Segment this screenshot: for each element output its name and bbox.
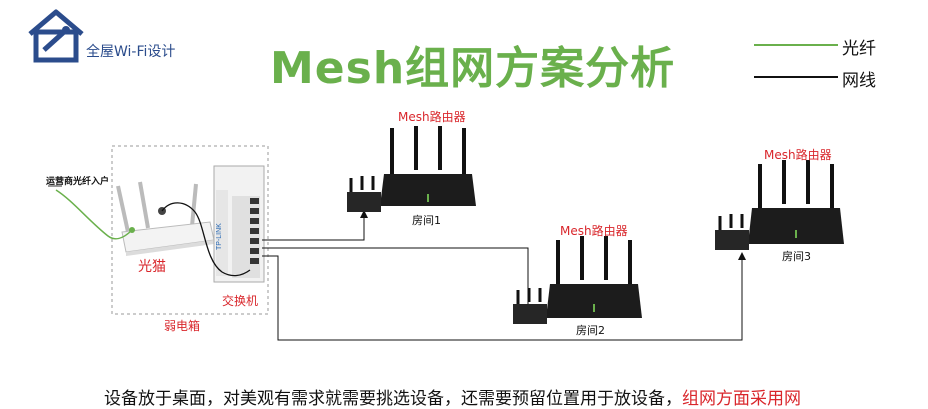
bottom-description: 设备放于桌面，对美观有需求就需要挑选设备，还需要预留位置用于放设备，组网方面采用… bbox=[104, 384, 801, 409]
bottom-text-highlight: 组网方面采用网 bbox=[682, 389, 801, 409]
weak-box-label: 弱电箱 bbox=[164, 319, 201, 333]
router-3-title: Mesh路由器 bbox=[764, 148, 832, 162]
switch-label: 交换机 bbox=[222, 294, 259, 308]
house-logo-icon bbox=[28, 9, 84, 63]
legend-cable-label: 网线 bbox=[842, 71, 876, 91]
isp-fiber-label: 运营商光纤入户 bbox=[46, 177, 110, 187]
modem-device bbox=[116, 181, 215, 256]
router-1-title: Mesh路由器 bbox=[398, 110, 466, 124]
router-2-room: 房间2 bbox=[576, 324, 605, 337]
modem-label: 光猫 bbox=[138, 259, 166, 275]
switch-device: TP-LINK bbox=[213, 165, 265, 283]
router-2-device bbox=[513, 236, 642, 324]
legend-lines bbox=[754, 44, 838, 78]
router-3-room: 房间3 bbox=[782, 250, 811, 263]
router-1-room: 房间1 bbox=[412, 214, 441, 227]
fiber-line bbox=[55, 189, 133, 240]
cable-to-room1 bbox=[262, 214, 365, 241]
cable-to-room2 bbox=[262, 247, 529, 312]
diagram-graphics: TP-LINK bbox=[48, 126, 844, 341]
page-title: Mesh组网方案分析 bbox=[270, 43, 676, 94]
router-1-device bbox=[347, 126, 476, 212]
legend-fiber-label: 光纤 bbox=[842, 39, 876, 59]
weak-box-frame bbox=[111, 145, 269, 315]
logo-text: 全屋Wi-Fi设计 bbox=[86, 44, 176, 60]
cable-to-room3 bbox=[262, 255, 743, 341]
router-3-device bbox=[715, 160, 844, 250]
router-2-title: Mesh路由器 bbox=[560, 224, 628, 238]
bottom-text-normal: 设备放于桌面，对美观有需求就需要挑选设备，还需要预留位置用于放设备， bbox=[104, 389, 682, 409]
modem-switch-cable bbox=[161, 202, 251, 277]
switch-brand-text: TP-LINK bbox=[216, 223, 223, 250]
mesh-network-diagram: 全屋Wi-Fi设计 Mesh组网方案分析 光纤 网线 TP-LINK bbox=[28, 9, 876, 409]
